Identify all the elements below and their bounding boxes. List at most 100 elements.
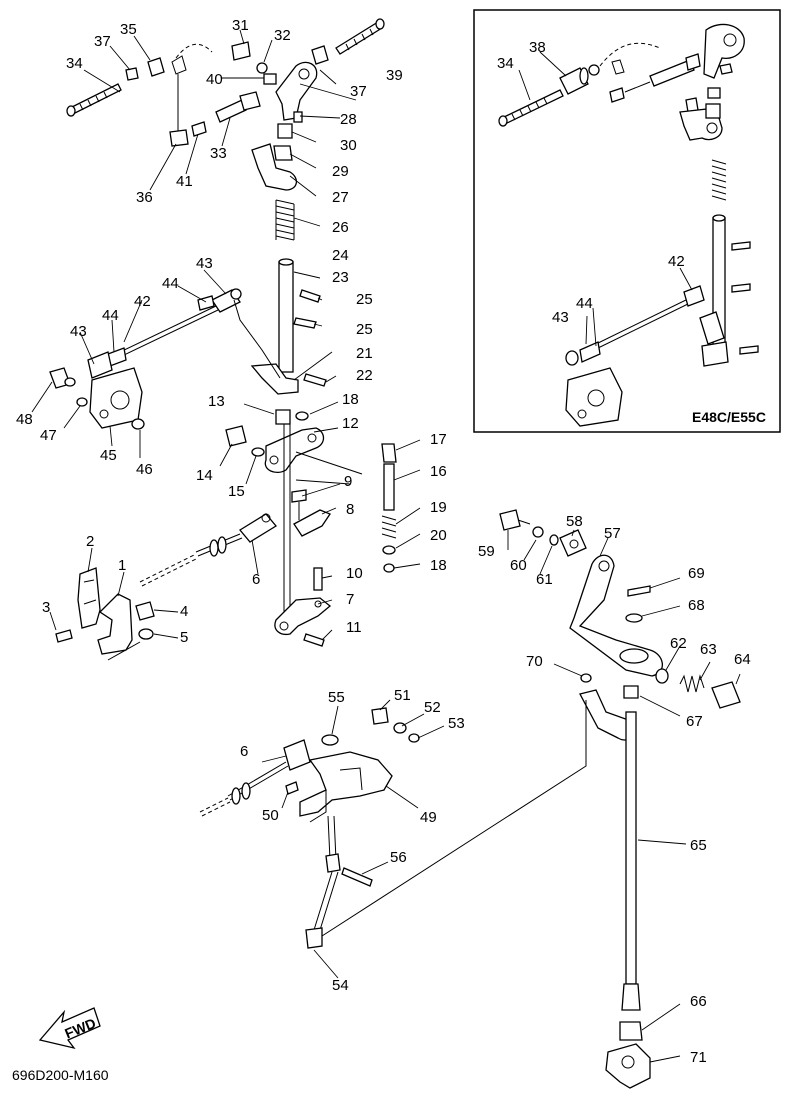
part-label-46: 46	[136, 461, 153, 478]
rod-42-group	[49, 288, 281, 430]
clip-53	[408, 733, 420, 743]
part-label-71: 71	[690, 1049, 707, 1066]
part-label-39: 39	[386, 67, 403, 84]
part-label-41: 41	[176, 173, 193, 190]
part-label-25-lower: 25	[356, 321, 373, 338]
lever-49	[299, 751, 393, 817]
rod-end-43-lower	[87, 351, 113, 379]
bracket-45	[89, 367, 143, 429]
washer-61	[549, 534, 559, 546]
part-label-30: 30	[340, 137, 357, 154]
pin-22	[303, 373, 327, 387]
part-label-32: 32	[274, 27, 291, 44]
cable-joint-6-upper	[239, 513, 277, 543]
collar-13	[275, 409, 291, 425]
part-label-58: 58	[566, 513, 583, 530]
part-label-44-inset: 44	[576, 295, 593, 312]
part-label-52: 52	[424, 699, 441, 716]
inset-shaft	[699, 214, 759, 367]
clip-18-lower	[383, 563, 395, 573]
bracket-1	[97, 593, 133, 655]
lever-21	[250, 363, 299, 395]
washer-32	[256, 62, 268, 74]
cable-joint-6-lower	[283, 739, 311, 771]
part-label-6: 6	[252, 571, 260, 588]
inset-bracket	[565, 367, 623, 427]
part-label-1: 1	[118, 557, 126, 574]
part-label-38: 38	[529, 39, 546, 56]
part-label-37-right: 37	[350, 83, 367, 100]
right-lever-group	[499, 509, 741, 1089]
spring-24	[275, 199, 295, 241]
washer-47	[76, 397, 88, 407]
plate-2	[77, 567, 101, 629]
part-label-34: 34	[66, 55, 83, 72]
part-label-42: 42	[134, 293, 151, 310]
lever-28	[275, 61, 318, 121]
upper-linkage-group	[66, 18, 385, 395]
collar-29	[277, 123, 293, 139]
part-label-61: 61	[536, 571, 553, 588]
washer-62	[655, 668, 669, 684]
cam-71	[605, 1043, 651, 1089]
part-label-40: 40	[206, 71, 223, 88]
part-label-53: 53	[448, 715, 465, 732]
part-label-36: 36	[136, 189, 153, 206]
part-label-33: 33	[210, 145, 227, 162]
part-label-68: 68	[688, 597, 705, 614]
part-label-3: 3	[42, 599, 50, 616]
spacer-40	[263, 73, 277, 85]
part-label-25: 25	[356, 291, 373, 308]
part-label-11: 11	[346, 619, 362, 636]
bolt-51	[371, 707, 389, 725]
bolt-14	[225, 425, 247, 447]
part-label-42-inset: 42	[668, 253, 685, 270]
inset-bolt-34	[498, 89, 564, 127]
inset-box: 34 38 42 44 43 E48C/E55C	[473, 9, 781, 433]
part-label-60: 60	[510, 557, 527, 574]
part-label-12: 12	[342, 415, 359, 432]
pin-50	[285, 781, 299, 795]
figure-code: 696D200-M160	[12, 1067, 109, 1083]
cap-35	[147, 57, 165, 77]
part-label-13: 13	[208, 393, 225, 410]
pin-3	[55, 629, 73, 643]
part-label-15: 15	[228, 483, 245, 500]
part-label-69: 69	[688, 565, 705, 582]
bush-66	[619, 1021, 643, 1041]
part-label-37: 37	[94, 33, 111, 50]
inset-spring	[711, 159, 727, 201]
lever-26	[251, 143, 297, 191]
washer-15	[251, 447, 265, 457]
part-label-64: 64	[734, 651, 751, 668]
part-label-14: 14	[196, 467, 213, 484]
shaft-23	[278, 261, 294, 373]
lever-7	[274, 597, 332, 636]
part-label-54: 54	[332, 977, 349, 994]
bolt-39	[335, 21, 383, 55]
inset-model-label: E48C/E55C	[692, 409, 766, 425]
part-label-7: 7	[346, 591, 354, 608]
part-label-65: 65	[690, 837, 707, 854]
bolt-59	[499, 509, 521, 531]
clip-18-upper	[295, 411, 309, 421]
part-label-4: 4	[180, 603, 188, 620]
washer-5	[138, 628, 154, 640]
part-label-44-lower: 44	[102, 307, 119, 324]
part-label-45: 45	[100, 447, 117, 464]
washer-60	[532, 526, 544, 538]
part-label-63: 63	[700, 641, 717, 658]
inset-rod-42	[565, 285, 705, 366]
part-label-2: 2	[86, 533, 94, 550]
rod-end-58	[559, 529, 587, 557]
bush-27	[273, 145, 293, 161]
washer-68	[625, 613, 643, 623]
part-label-20: 20	[430, 527, 447, 544]
fwd-arrow: FWD	[38, 1007, 101, 1050]
pin-56	[341, 867, 373, 887]
part-label-35: 35	[120, 21, 137, 38]
middle-assembly	[225, 409, 397, 647]
part-label-6-lower: 6	[240, 743, 248, 760]
part-label-59: 59	[478, 543, 495, 560]
